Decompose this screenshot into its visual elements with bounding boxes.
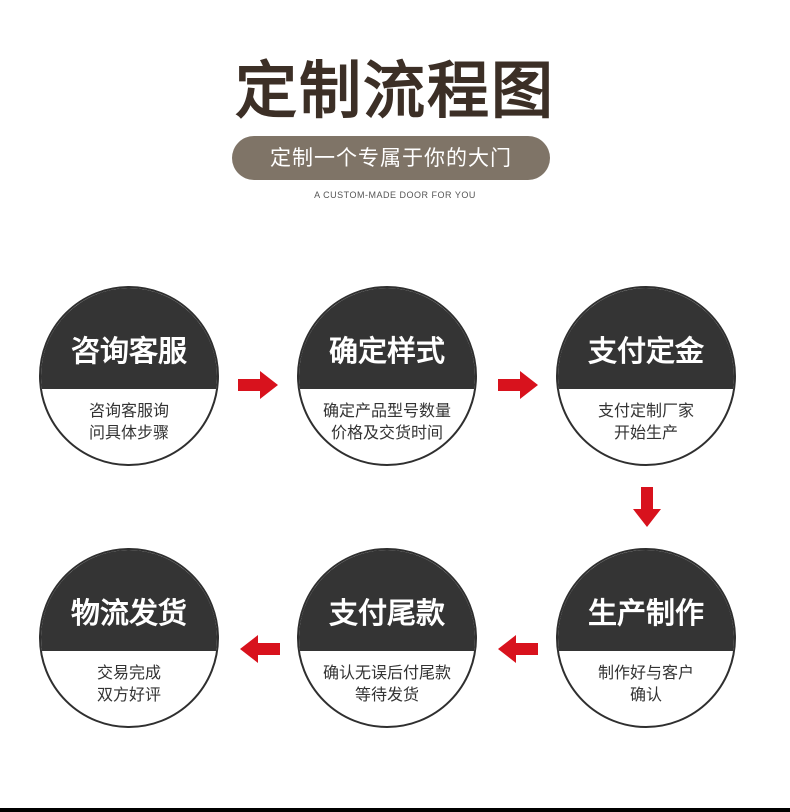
step-header-band — [558, 288, 734, 389]
page-title: 定制流程图 — [234, 54, 555, 127]
step-title: 生产制作 — [587, 596, 704, 630]
step-title: 确定样式 — [328, 334, 445, 368]
step-confirm-style: 确定样式 确定产品型号数量 价格及交货时间 — [297, 286, 477, 466]
step-description: 交易完成 双方好评 — [41, 662, 217, 706]
step-description-line: 价格及交货时间 — [330, 423, 443, 442]
english-subtitle: A CUSTOM-MADE DOOR FOR YOU — [314, 190, 476, 200]
step-description-line: 问具体步骤 — [88, 423, 169, 442]
step-header-band — [41, 288, 217, 389]
step-pay-deposit: 支付定金 支付定制厂家 开始生产 — [556, 286, 736, 466]
step-title: 支付定金 — [587, 334, 704, 368]
step-title: 物流发货 — [70, 596, 187, 630]
step-header-band — [41, 550, 217, 651]
step-description-line: 双方好评 — [96, 685, 161, 704]
arrow-left-icon — [498, 635, 538, 663]
step-title: 咨询客服 — [70, 334, 187, 368]
step-description: 制作好与客户 确认 — [558, 662, 734, 706]
step-header-band — [299, 550, 475, 651]
step-production: 生产制作 制作好与客户 确认 — [556, 548, 736, 728]
step-header-band — [558, 550, 734, 651]
step-title: 支付尾款 — [328, 596, 445, 630]
step-description: 支付定制厂家 开始生产 — [558, 400, 734, 444]
arrow-left-icon — [240, 635, 280, 663]
bottom-divider — [0, 808, 790, 812]
step-description: 确定产品型号数量 价格及交货时间 — [299, 400, 475, 444]
step-description-line: 交易完成 — [96, 663, 161, 682]
step-description-line: 确认 — [629, 685, 662, 704]
step-description-line: 确认无误后付尾款 — [322, 663, 451, 682]
step-logistics-shipping: 物流发货 交易完成 双方好评 — [39, 548, 219, 728]
arrow-right-icon — [238, 371, 278, 399]
step-description-line: 咨询客服询 — [88, 401, 169, 420]
arrow-right-icon — [498, 371, 538, 399]
step-description: 确认无误后付尾款 等待发货 — [299, 662, 475, 706]
step-description-line: 确定产品型号数量 — [322, 401, 451, 420]
arrow-down-icon — [633, 487, 661, 527]
step-consult-service: 咨询客服 咨询客服询 问具体步骤 — [39, 286, 219, 466]
tagline-pill: 定制一个专属于你的大门 — [232, 136, 550, 180]
step-description: 咨询客服询 问具体步骤 — [41, 400, 217, 444]
step-description-line: 支付定制厂家 — [597, 401, 694, 420]
step-description-line: 制作好与客户 — [597, 663, 694, 682]
step-description-line: 开始生产 — [613, 423, 678, 442]
step-pay-balance: 支付尾款 确认无误后付尾款 等待发货 — [297, 548, 477, 728]
step-description-line: 等待发货 — [354, 685, 419, 704]
step-header-band — [299, 288, 475, 389]
